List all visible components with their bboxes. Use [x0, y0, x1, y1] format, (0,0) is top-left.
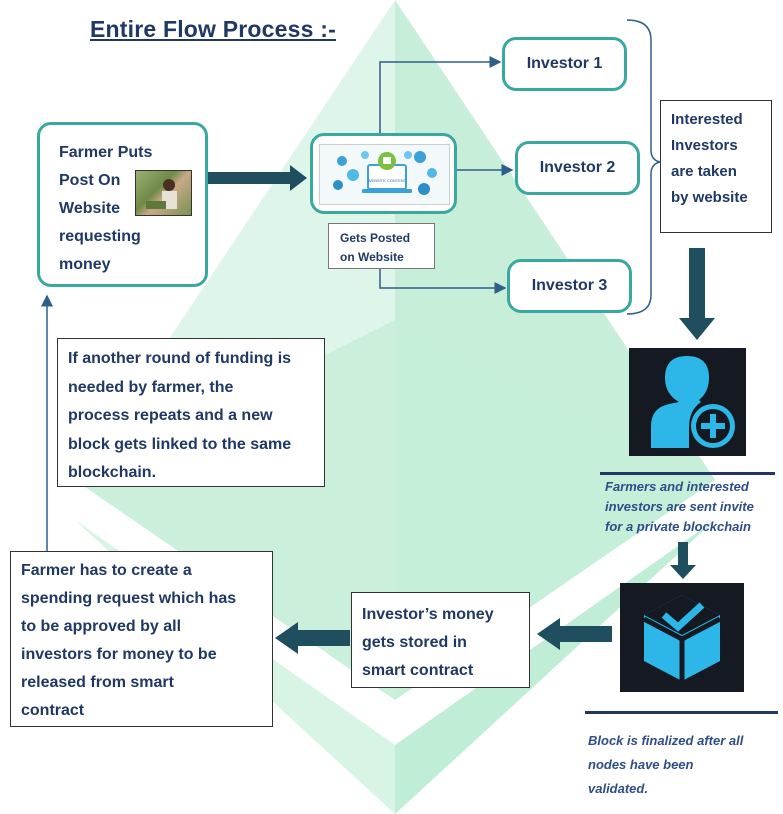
posted-line: Gets Posted [340, 231, 411, 245]
farmer-line: Post On [59, 172, 121, 189]
invite-note-line: investors are sent invite [605, 499, 754, 514]
spend-line: released from smart [21, 674, 174, 691]
investor-3-box: Investor 3 [507, 259, 632, 313]
interested-line: Investors [671, 137, 738, 154]
interested-down-arrow [679, 248, 715, 340]
spend-line: investors for money to be [21, 646, 217, 663]
farmer-photo [135, 170, 192, 216]
verified-block-icon [620, 583, 744, 692]
to-investor-3-line [379, 269, 507, 294]
investor-1-box: Investor 1 [502, 37, 627, 91]
gets-posted-label: Gets Posted on Website [328, 223, 435, 269]
farmer-line: requesting [59, 228, 141, 245]
posted-line: on Website [340, 250, 404, 264]
interested-investors-box: Interested Investors are taken by websit… [660, 100, 772, 233]
spend-line: contract [21, 702, 85, 719]
repeat-line: block gets linked to the same [68, 435, 292, 453]
repeat-line: If another round of funding is [68, 350, 292, 367]
add-user-icon [629, 348, 746, 456]
spend-line: to be approved by all [21, 618, 182, 635]
stored-line: Investor’s money [362, 606, 494, 623]
spend-line: spending request which has [21, 590, 237, 607]
stored-line: smart contract [362, 662, 474, 679]
repeat-line: blockchain. [68, 464, 157, 481]
investor-2-box: Investor 2 [515, 141, 640, 195]
verify-to-stored-arrow [537, 618, 612, 650]
repeat-line: process repeats and a new [68, 407, 273, 424]
interested-line: by website [671, 189, 748, 206]
farmer-to-website-arrow [208, 165, 307, 191]
invite-note-line: for a private blockchain [605, 519, 751, 534]
finalized-note-line: validated. [588, 781, 648, 796]
website-content-icon: WEBSITE CONTENT [319, 144, 450, 205]
page-title: Entire Flow Process :- [90, 16, 336, 42]
invite-note: Farmers and interested investors are sen… [605, 477, 783, 537]
svg-text:WEBSITE CONTENT: WEBSITE CONTENT [368, 178, 407, 183]
invite-down-arrow [670, 542, 696, 579]
repeat-line: needed by farmer, the [68, 378, 234, 396]
invite-note-rule [600, 472, 775, 475]
farmer-line: money [59, 256, 111, 273]
repeat-funding-box: If another round of funding is needed by… [57, 338, 325, 487]
stored-to-spend-arrow [275, 622, 350, 654]
finalized-note: Block is finalized after all nodes have … [588, 729, 778, 801]
website-box: WEBSITE CONTENT [310, 133, 457, 214]
spending-request-box: Farmer has to create a spending request … [10, 551, 273, 727]
farmer-line: Website [59, 200, 121, 217]
to-investor-1-line [379, 56, 502, 133]
interested-line: are taken [671, 163, 737, 180]
farmer-post-box: Farmer Puts Post On Website requesting m… [37, 122, 208, 287]
stored-line: gets stored in [362, 634, 467, 651]
farmer-line: Farmer Puts [59, 144, 153, 161]
invite-note-line: Farmers and interested [605, 479, 749, 494]
finalized-note-rule [585, 711, 778, 714]
finalized-note-line: nodes have been [588, 757, 694, 772]
interested-line: Interested [671, 111, 743, 128]
finalized-note-line: Block is finalized after all [588, 733, 744, 748]
smart-contract-box: Investor’s money gets stored in smart co… [351, 592, 530, 688]
spend-line: Farmer has to create a [21, 562, 192, 579]
